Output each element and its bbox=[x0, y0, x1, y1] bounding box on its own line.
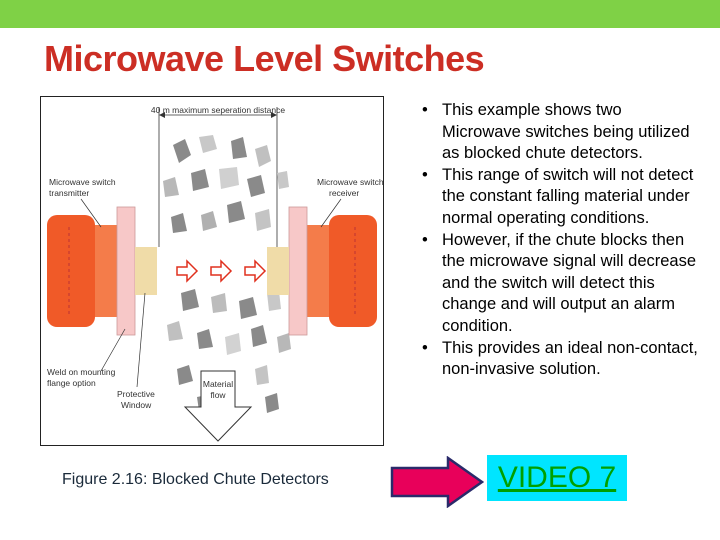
figure-caption: Figure 2.16: Blocked Chute Detectors bbox=[62, 471, 329, 488]
leader-lines bbox=[80, 198, 342, 388]
flow-label-line1: Material bbox=[203, 379, 233, 389]
receiver-label-line1: Microwave switch bbox=[317, 177, 383, 187]
bullet-item: • This example shows two Microwave switch… bbox=[420, 100, 702, 165]
window-label-line1: Protective bbox=[117, 389, 155, 399]
falling-material bbox=[163, 135, 291, 413]
slide-title: Microwave Level Switches bbox=[44, 38, 485, 79]
material-flow-arrow: Material flow bbox=[183, 370, 253, 442]
blocked-chute-diagram: 40 m maximum seperation distance bbox=[40, 96, 384, 446]
video-link-box: VIDEO 7 bbox=[487, 455, 627, 501]
window-label-line2: Window bbox=[121, 400, 152, 410]
distance-label: 40 m maximum seperation distance bbox=[151, 105, 285, 115]
receiver-label-line2: receiver bbox=[329, 188, 359, 198]
receiver-switch bbox=[267, 206, 377, 336]
bullet-item: • However, if the chute blocks then the m… bbox=[420, 230, 702, 338]
weld-label-line2: flange option bbox=[47, 378, 96, 388]
bullet-text: This provides an ideal non-contact, non-… bbox=[442, 338, 698, 379]
bullet-text: However, if the chute blocks then the mi… bbox=[442, 230, 697, 335]
bullet-text: This range of switch will not detect the… bbox=[442, 165, 694, 227]
transmitter-label-line2: transmitter bbox=[49, 188, 89, 198]
weld-label-line1: Weld on mounting bbox=[47, 367, 116, 377]
flow-label-line2: flow bbox=[210, 390, 226, 400]
distance-dimension: 40 m maximum seperation distance bbox=[151, 105, 285, 247]
video-7-link[interactable]: VIDEO 7 bbox=[497, 461, 617, 494]
right-arrow-icon bbox=[390, 456, 484, 508]
bullet-glyph: • bbox=[422, 338, 428, 357]
bullet-item: • This provides an ideal non-contact, non… bbox=[420, 338, 702, 381]
top-accent-bar bbox=[0, 0, 720, 28]
bullet-glyph: • bbox=[422, 230, 428, 249]
bullet-item: • This range of switch will not detect th… bbox=[420, 165, 702, 230]
bullet-glyph: • bbox=[422, 101, 428, 119]
microwave-beam-arrows bbox=[176, 259, 267, 283]
bullet-glyph: • bbox=[422, 165, 428, 184]
bullet-text: This example shows two Microwave switche… bbox=[442, 101, 690, 163]
transmitter-switch bbox=[47, 206, 157, 336]
bullet-list: • This example shows two Microwave switch… bbox=[420, 100, 702, 381]
transmitter-label-line1: Microwave switch bbox=[49, 177, 116, 187]
